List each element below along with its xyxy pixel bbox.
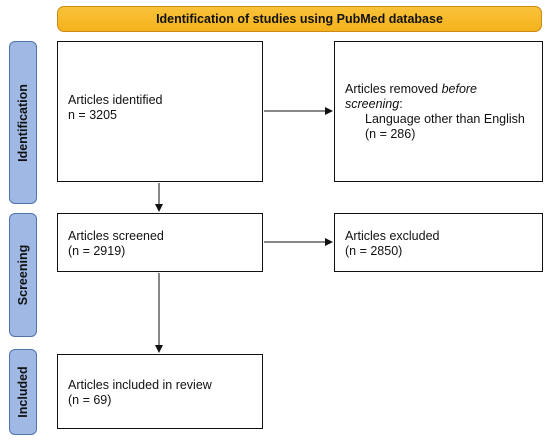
screened-label: Articles screened — [68, 229, 164, 243]
stage-included: Included — [9, 349, 37, 435]
box-articles-removed: Articles removed before screening: Langu… — [334, 41, 543, 182]
identified-count: n = 3205 — [68, 108, 118, 122]
header-title: Identification of studies using PubMed d… — [156, 12, 443, 26]
box-articles-excluded: Articles excluded (n = 2850) — [334, 213, 543, 272]
box-articles-screened: Articles screened (n = 2919) — [57, 213, 263, 272]
removed-reason: Language other than English — [365, 112, 525, 126]
removed-title-cont: screening: — [345, 97, 403, 111]
included-label: Articles included in review — [68, 378, 212, 392]
excluded-count: (n = 2850) — [345, 244, 403, 258]
included-count: (n = 69) — [68, 393, 112, 407]
identified-label: Articles identified — [68, 93, 163, 107]
screened-count: (n = 2919) — [68, 244, 126, 258]
box-articles-identified: Articles identified n = 3205 — [57, 41, 263, 182]
removed-title: Articles removed before — [345, 82, 478, 96]
stage-identification: Identification — [9, 41, 37, 204]
stage-screening: Screening — [9, 213, 37, 337]
removed-count: (n = 286) — [365, 127, 416, 141]
excluded-label: Articles excluded — [345, 229, 440, 243]
box-articles-included: Articles included in review (n = 69) — [57, 354, 263, 429]
diagram-header: Identification of studies using PubMed d… — [57, 6, 542, 32]
